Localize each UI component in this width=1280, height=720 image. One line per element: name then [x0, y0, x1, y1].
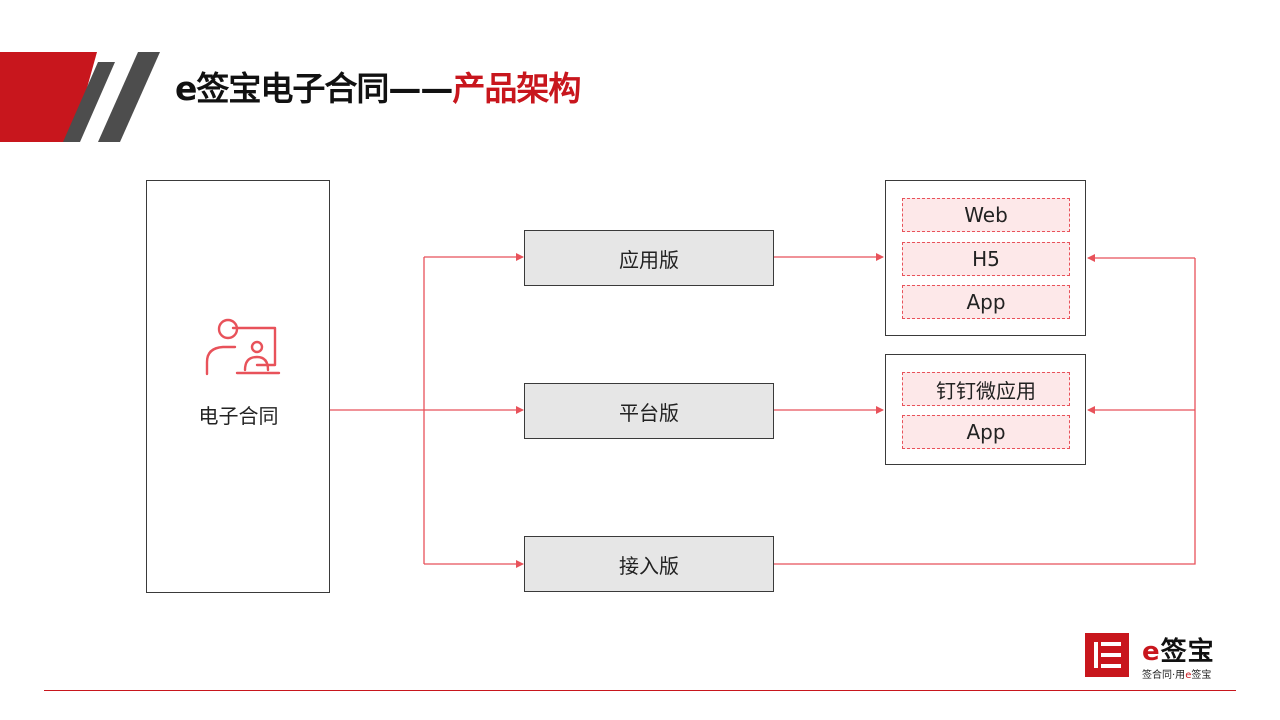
client-group-1: Web H5 App — [885, 180, 1086, 336]
brand-slogan: 签合同·用e签宝 — [1142, 670, 1212, 681]
brand-logo: e签宝 签合同·用e签宝 — [1085, 633, 1240, 681]
client-chip-web: Web — [902, 198, 1070, 232]
person-at-screen-icon — [205, 318, 281, 376]
client-chip-app: App — [902, 285, 1070, 319]
page-title: e签宝电子合同——产品架构 — [175, 64, 581, 114]
footer-divider — [44, 690, 1236, 691]
client-chip-app-2: App — [902, 415, 1070, 449]
source-label: 电子合同 — [198, 404, 279, 428]
edition-app: 应用版 — [524, 230, 774, 286]
edition-access: 接入版 — [524, 536, 774, 592]
title-accent: 产品架构 — [452, 69, 581, 108]
header-stripes-decoration — [0, 52, 160, 142]
brand-name: e签宝 — [1142, 637, 1215, 667]
client-group-2: 钉钉微应用 App — [885, 354, 1086, 465]
esign-logo-icon — [1085, 633, 1129, 677]
source-box: 电子合同 — [146, 180, 330, 593]
client-chip-dingtalk: 钉钉微应用 — [902, 372, 1070, 406]
edition-platform: 平台版 — [524, 383, 774, 439]
client-chip-h5: H5 — [902, 242, 1070, 276]
title-main: e签宝电子合同—— — [175, 69, 453, 108]
